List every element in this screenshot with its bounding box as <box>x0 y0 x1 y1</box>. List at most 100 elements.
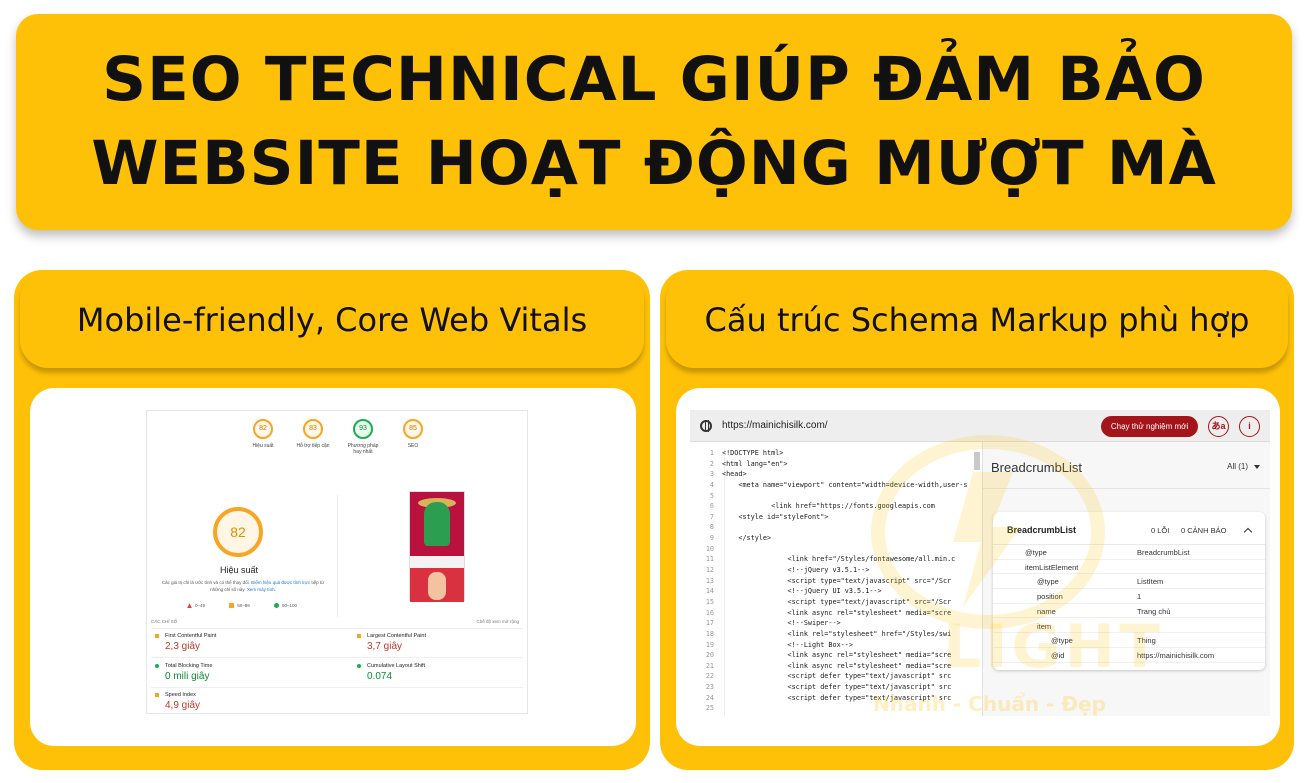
gauge-performance-label: Hiệu suất <box>252 443 274 449</box>
code-line: 24 <script defer type="text/javascript" … <box>690 693 982 704</box>
line-number: 19 <box>705 640 714 649</box>
schema-detail-pane: BreadcrumbList All (1) BreadcrumbList 0 … <box>871 435 1270 716</box>
metric-speed-index-name: Speed Index <box>165 692 196 698</box>
property-key: @type <box>1051 636 1073 646</box>
code-text: <link async rel="stylesheet" media="scre <box>722 661 952 670</box>
code-text: <!--Swiper--> <box>722 619 841 628</box>
metric-speed-index: Speed Index 4,9 giây <box>155 692 325 711</box>
translate-icon[interactable]: あa <box>1208 416 1229 437</box>
code-text: <!DOCTYPE html> <box>722 449 784 457</box>
schema-property-row: @type Thing <box>993 633 1265 648</box>
tester-toolbar: https://mainichisilk.com/ Chạy thử nghiệ… <box>690 410 1270 442</box>
items-filter-dropdown[interactable]: All (1) <box>1227 462 1260 471</box>
property-value: BreadcrumbList <box>1137 548 1190 557</box>
code-gutter <box>724 448 725 716</box>
line-number: 5 <box>709 491 714 500</box>
metric-lcp-name: Largest Contentful Paint <box>367 633 427 639</box>
code-text: <link async rel="stylesheet" media="scre <box>722 651 952 660</box>
code-line: 5 <box>690 491 982 502</box>
headline-banner: SEO TECHNICAL GIÚP ĐẢM BẢO WEBSITE HOẠT … <box>16 14 1292 230</box>
metric-fcp: First Contentful Paint 2,3 giây <box>155 633 325 652</box>
gauge-accessibility-label: Hỗ trợ tiếp cận <box>296 443 330 449</box>
line-number: 22 <box>705 672 714 681</box>
average-square-icon <box>155 633 159 638</box>
line-number: 16 <box>705 608 714 617</box>
code-text: <script defer type="text/javascript" src <box>722 683 952 692</box>
code-line: 3 <head> <box>690 469 982 480</box>
performance-note-text: Các giá trị chỉ là ước tính và có thể th… <box>161 580 250 585</box>
score-legend: 0–49 50–89 90–100 <box>187 603 297 609</box>
code-line: 12 <!--jQuery v3.5.1--> <box>690 565 982 576</box>
headline-line-2: WEBSITE HOẠT ĐỘNG MƯỢT MÀ <box>91 128 1217 199</box>
line-number: 7 <box>709 512 714 521</box>
property-value: ListItem <box>1137 577 1164 587</box>
lighthouse-report: 82 Hiệu suất 83 Hỗ trợ tiếp cận 93 Phươn… <box>146 410 528 714</box>
schema-markup-panel: Cấu trúc Schema Markup phù hợp https://m… <box>660 270 1294 770</box>
gauge-seo[interactable]: 85 SEO <box>393 419 433 465</box>
legend-good-label: 90–100 <box>281 603 297 608</box>
line-number: 4 <box>709 480 714 489</box>
html-source-viewer[interactable]: 1<!DOCTYPE html>2<html lang="en">3<head>… <box>690 448 982 716</box>
gauge-accessibility[interactable]: 83 Hỗ trợ tiếp cận <box>293 419 333 465</box>
code-line: 25 <box>690 703 982 714</box>
legend-good: 90–100 <box>273 603 297 609</box>
mobile-vitals-panel: Mobile-friendly, Core Web Vitals LIGHT N… <box>14 270 650 770</box>
line-number: 20 <box>705 651 714 660</box>
line-number: 25 <box>705 704 714 713</box>
metric-cls-name: Cumulative Layout Shift <box>367 663 426 669</box>
average-square-icon <box>155 692 159 697</box>
average-square-icon <box>357 633 361 638</box>
code-line: 18 <link rel="stylesheet" href="/Styles/… <box>690 629 982 640</box>
metric-speed-index-label: Speed Index <box>155 692 325 698</box>
tested-url[interactable]: https://mainichisilk.com/ <box>722 420 828 431</box>
property-key: name <box>1037 606 1056 616</box>
code-text: <head> <box>722 470 747 479</box>
code-text: </style> <box>722 534 772 543</box>
info-icon[interactable]: i <box>1239 416 1260 437</box>
code-line: 20 <link async rel="stylesheet" media="s… <box>690 650 982 661</box>
detected-schema-type: BreadcrumbList <box>991 460 1083 475</box>
run-new-test-button[interactable]: Chạy thử nghiệm mới <box>1101 416 1198 437</box>
code-text: <!--Light Box--> <box>722 640 853 649</box>
code-text: <link async rel="stylesheet" media="scre <box>722 608 952 617</box>
code-text: <!--jQuery UI v3.5.1--> <box>722 587 882 596</box>
expanded-view-toggle[interactable]: Chế độ xem mở rộng <box>476 619 519 624</box>
good-circle-icon <box>357 663 361 668</box>
code-line: 8 <box>690 522 982 533</box>
line-number: 13 <box>705 576 714 585</box>
warnings-count: 0 CẢNH BÁO <box>1181 526 1227 535</box>
good-circle-icon <box>155 663 159 668</box>
property-key: @id <box>1051 650 1065 660</box>
code-scrollbar[interactable] <box>974 452 980 470</box>
code-line: 16 <link async rel="stylesheet" media="s… <box>690 608 982 619</box>
page-screenshot-thumbnail <box>409 491 465 602</box>
code-text: <link href="/Styles/fontawesome/all.min.… <box>722 555 956 564</box>
gauge-best-practices[interactable]: 93 Phương pháp hay nhất <box>343 419 383 465</box>
code-text: <script defer type="text/javascript" src <box>722 693 952 702</box>
line-number: 9 <box>709 534 714 543</box>
schema-property-row: @type ListItem <box>993 574 1265 590</box>
code-text: <style id="styleFont"> <box>722 512 829 521</box>
property-key: @type <box>1037 577 1059 587</box>
code-line: 19 <!--Light Box--> <box>690 640 982 651</box>
score-gauges: 82 Hiệu suất 83 Hỗ trợ tiếp cận 93 Phươn… <box>243 419 433 465</box>
mobile-vitals-title: Mobile-friendly, Core Web Vitals <box>76 301 588 339</box>
metrics-header: CÁC CHỈ SỐ Chế độ xem mở rộng <box>151 619 523 629</box>
calculator-link[interactable]: Xem máy tính. <box>246 587 276 592</box>
performance-note-link[interactable]: Điểm hiệu quả được tính trực <box>251 580 311 585</box>
property-key: position <box>1037 592 1063 602</box>
legend-poor: 0–49 <box>187 603 205 609</box>
gauge-performance[interactable]: 82 Hiệu suất <box>243 419 283 465</box>
property-key: itemListElement <box>1025 562 1079 572</box>
property-key: @type <box>1025 548 1047 557</box>
line-number: 15 <box>705 597 714 606</box>
property-value: Thing <box>1137 636 1156 646</box>
metric-tbt-label: Total Blocking Time <box>155 663 325 669</box>
chevron-up-icon[interactable] <box>1243 527 1253 537</box>
gauge-best-practices-label: Phương pháp hay nhất <box>347 443 379 455</box>
code-text: <html lang="en"> <box>722 459 788 468</box>
schema-property-row: itemListElement <box>993 560 1265 575</box>
line-number: 3 <box>709 470 714 479</box>
